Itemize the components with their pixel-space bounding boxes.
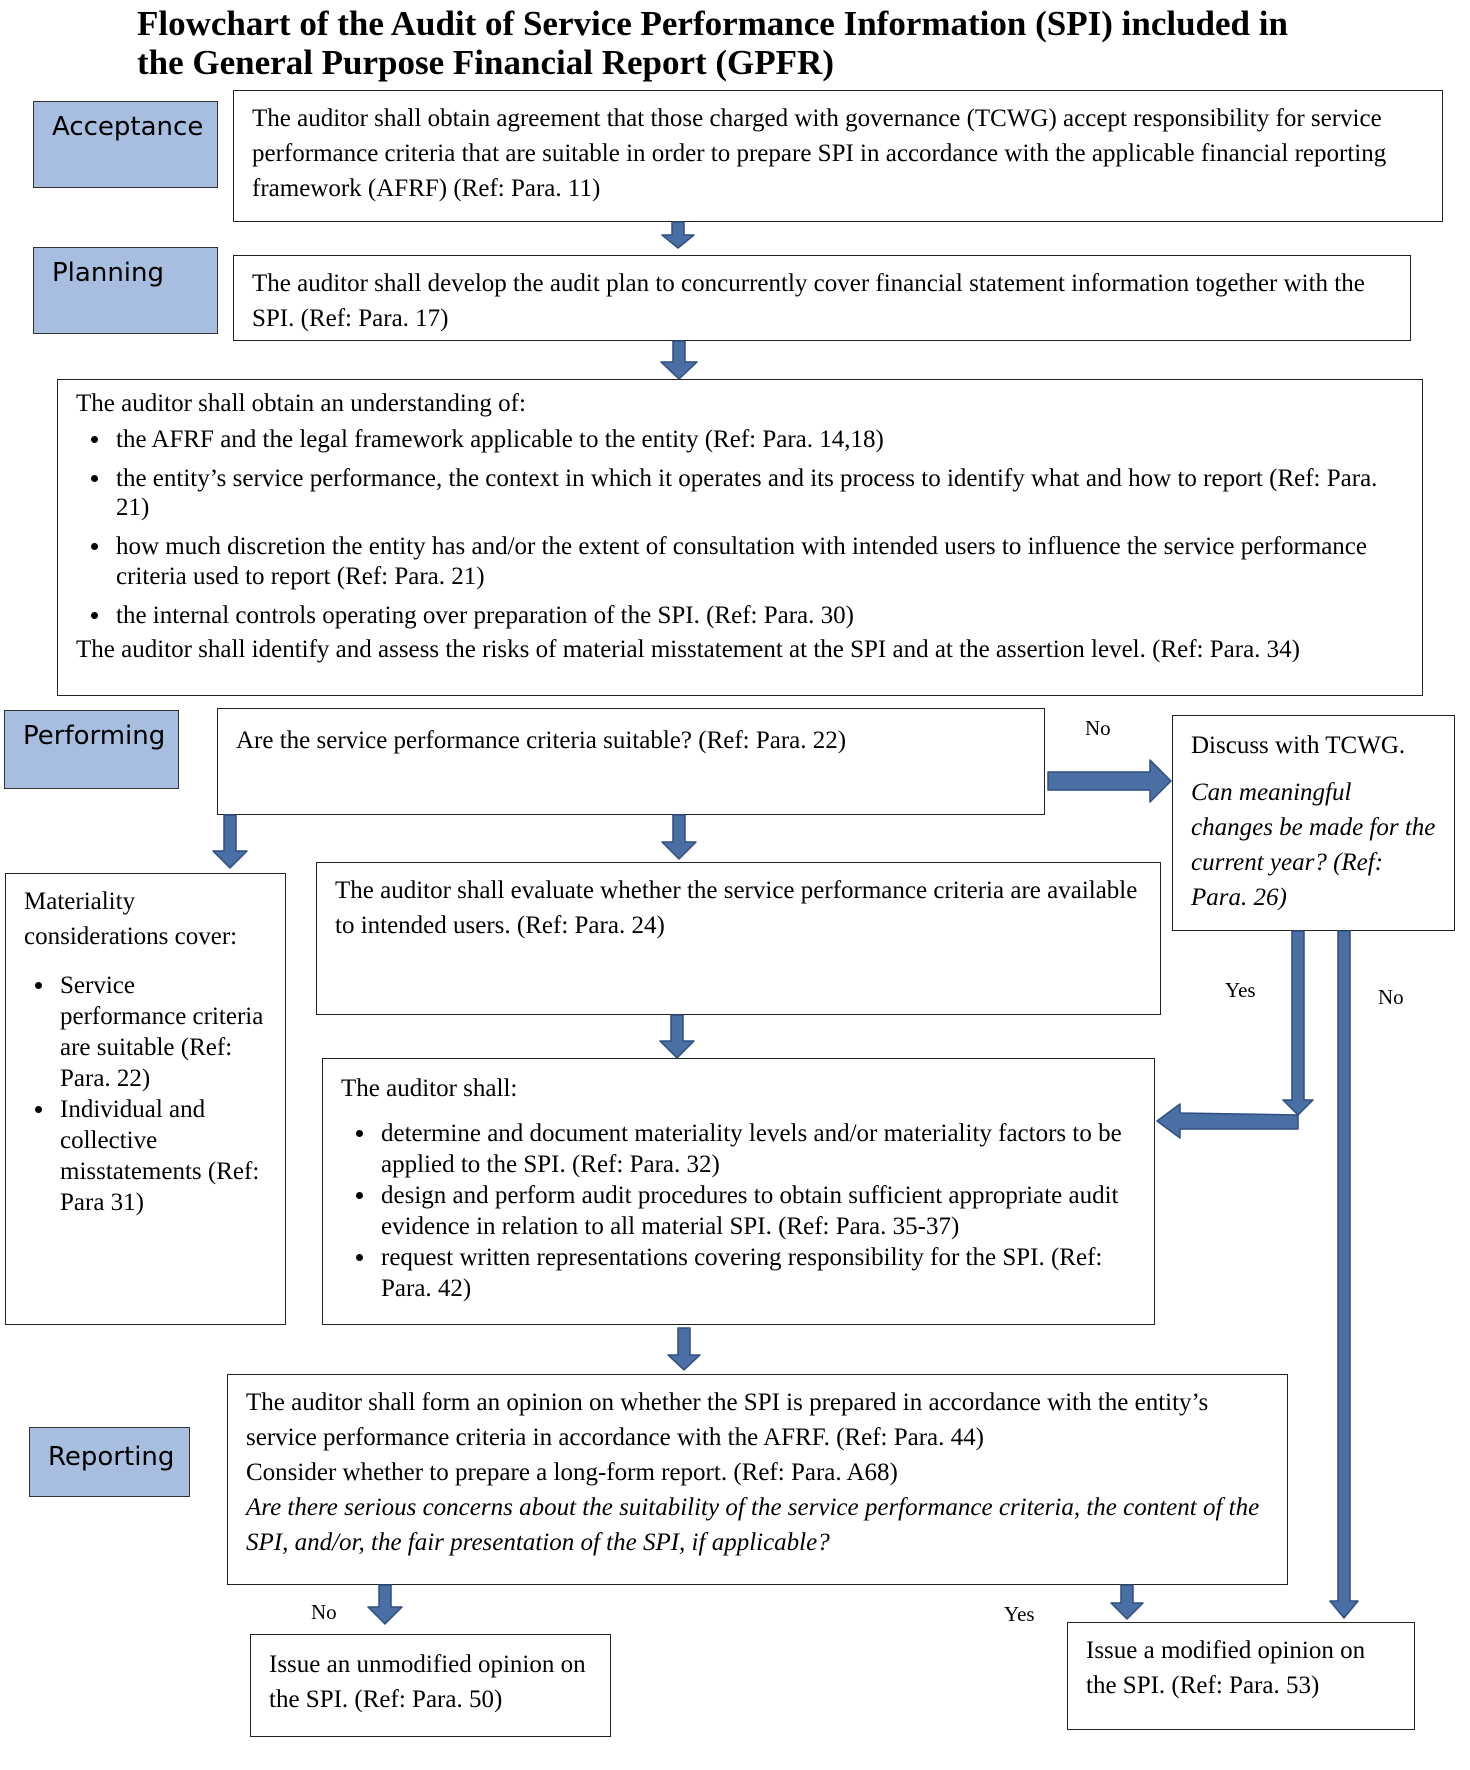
materiality-box: Materiality considerations cover: Servic… xyxy=(5,873,286,1325)
opinion-line-1: The auditor shall form an opinion on whe… xyxy=(246,1389,1209,1451)
auditor-shall-item-2: design and perform audit procedures to o… xyxy=(377,1180,1136,1242)
materiality-list: Service performance criteria are suitabl… xyxy=(24,970,267,1218)
acceptance-box: The auditor shall obtain agreement that … xyxy=(233,90,1443,222)
arrow-opinion-to-modified xyxy=(1110,1584,1144,1620)
auditor-shall-intro: The auditor shall: xyxy=(341,1075,518,1102)
arrow-acceptance-to-planning xyxy=(661,221,695,249)
arrow-auditor-shall-to-opinion xyxy=(667,1327,701,1371)
page-title: Flowchart of the Audit of Service Perfor… xyxy=(137,4,1437,82)
discuss-line: Discuss with TCWG. xyxy=(1191,732,1406,759)
auditor-shall-list: determine and document materiality level… xyxy=(341,1118,1136,1304)
materiality-item-1: Service performance criteria are suitabl… xyxy=(56,970,267,1094)
arrow-suitable-to-discuss xyxy=(1047,759,1172,803)
understanding-item-1: the AFRF and the legal framework applica… xyxy=(112,424,1404,456)
arrow-discuss-yes-left xyxy=(1156,1103,1299,1139)
auditor-shall-item-3: request written representations covering… xyxy=(377,1242,1136,1304)
understanding-intro: The auditor shall obtain an understandin… xyxy=(76,390,526,417)
arrow-discuss-no-down xyxy=(1329,930,1359,1619)
materiality-item-2: Individual and collective misstatements … xyxy=(56,1094,267,1218)
stage-performing: Performing xyxy=(4,710,179,789)
planning-box: The auditor shall develop the audit plan… xyxy=(233,255,1411,341)
title-line-1: Flowchart of the Audit of Service Perfor… xyxy=(137,4,1288,43)
stage-reporting: Reporting xyxy=(29,1427,190,1497)
modified-opinion-box: Issue a modified opinion on the SPI. (Re… xyxy=(1067,1622,1415,1730)
materiality-intro: Materiality considerations cover: xyxy=(24,888,238,950)
auditor-shall-item-1: determine and document materiality level… xyxy=(377,1118,1136,1180)
label-no-changes: No xyxy=(1378,985,1404,1009)
label-yes-concerns: Yes xyxy=(1004,1602,1035,1626)
label-yes-changes: Yes xyxy=(1225,978,1256,1002)
understanding-item-3: how much discretion the entity has and/o… xyxy=(112,532,1404,592)
title-line-2: the General Purpose Financial Report (GP… xyxy=(137,43,834,82)
unmodified-opinion-box: Issue an unmodified opinion on the SPI. … xyxy=(250,1634,611,1737)
arrow-suitable-to-materiality xyxy=(212,814,248,869)
understanding-list: the AFRF and the legal framework applica… xyxy=(76,424,1404,632)
label-no-concerns: No xyxy=(311,1600,337,1624)
arrow-suitable-to-evaluate xyxy=(661,814,697,860)
opinion-question: Are there serious concerns about the sui… xyxy=(246,1494,1260,1556)
label-no-suitable: No xyxy=(1085,716,1111,740)
discuss-question: Can meaningful changes be made for the c… xyxy=(1191,779,1436,911)
discuss-tcwg-box: Discuss with TCWG. Can meaningful change… xyxy=(1172,715,1455,931)
arrow-discuss-yes-down xyxy=(1282,930,1314,1116)
opinion-line-2: Consider whether to prepare a long-form … xyxy=(246,1459,898,1486)
understanding-box: The auditor shall obtain an understandin… xyxy=(57,379,1423,696)
understanding-item-2: the entity’s service performance, the co… xyxy=(112,464,1404,522)
arrow-planning-to-understanding xyxy=(660,340,698,380)
evaluate-box: The auditor shall evaluate whether the s… xyxy=(316,862,1161,1015)
arrow-evaluate-to-auditor-shall xyxy=(659,1014,695,1059)
stage-acceptance: Acceptance xyxy=(33,101,218,188)
understanding-item-4: the internal controls operating over pre… xyxy=(112,600,1404,632)
auditor-shall-box: The auditor shall: determine and documen… xyxy=(322,1058,1155,1325)
suitable-question-box: Are the service performance criteria sui… xyxy=(217,708,1045,815)
understanding-closing: The auditor shall identify and assess th… xyxy=(76,636,1300,663)
opinion-box: The auditor shall form an opinion on whe… xyxy=(227,1374,1288,1585)
arrow-opinion-to-unmodified xyxy=(367,1584,403,1625)
stage-planning: Planning xyxy=(33,247,218,334)
